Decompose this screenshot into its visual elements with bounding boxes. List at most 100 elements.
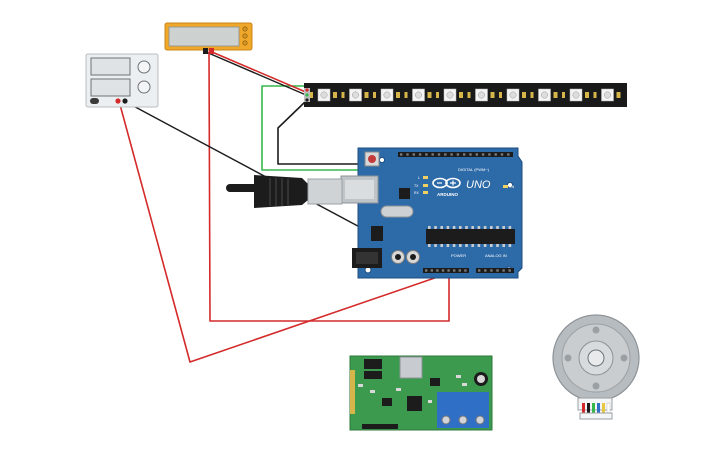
driver-bottom-header[interactable] [362,424,398,429]
led-pixel[interactable] [467,88,495,102]
driver-usb-port[interactable] [399,356,423,379]
on-label: ON [509,185,515,189]
led-pixel[interactable] [341,88,369,102]
multimeter[interactable] [164,22,253,54]
power-supply[interactable] [85,53,159,108]
motor-encoder-connector[interactable] [579,412,613,420]
led-pixel[interactable] [530,88,558,102]
power-header[interactable] [423,268,469,273]
header-pin[interactable] [507,153,510,156]
led-pixel[interactable] [562,88,589,102]
chip-leg [459,244,462,247]
header-pin[interactable] [441,269,445,272]
header-pin[interactable] [444,153,447,156]
arduino-uno[interactable]: L TX RX ON UNO ARDUINO DIGITAL (PWM~) PO… [340,147,523,279]
header-pin[interactable] [400,153,403,156]
header-pin[interactable] [508,269,511,272]
multimeter-terminal-mid[interactable] [242,33,248,39]
arduino-board [357,147,523,279]
header-pin[interactable] [447,269,450,272]
chip-leg [452,226,456,229]
header-pin[interactable] [456,153,460,156]
multimeter-probe-red[interactable] [209,48,214,54]
strip-pin-gnd[interactable] [305,98,309,102]
status-leds: L TX RX ON [414,176,515,195]
chip-leg [440,244,443,247]
chip-leg [471,244,474,247]
screw[interactable] [475,415,485,425]
multimeter-terminal-top[interactable] [242,26,248,32]
analog-header[interactable] [476,268,514,273]
header-pin[interactable] [481,153,485,156]
header-pin[interactable] [488,153,491,156]
header-pin[interactable] [500,153,504,156]
red-supply-vin-wire[interactable] [118,100,456,363]
header-pin[interactable] [490,269,493,272]
red-meter-power-wire[interactable] [208,51,450,322]
supply-knob-voltage[interactable] [137,60,151,74]
led-pixel[interactable] [499,88,526,102]
usb-cable-plug [254,175,308,208]
header-pin[interactable] [412,153,415,156]
header-pin[interactable] [458,269,461,272]
header-pin[interactable] [425,153,428,156]
red-meter-strip-wire[interactable] [211,51,309,94]
motor-driver-board[interactable] [349,355,493,431]
header-pin[interactable] [406,153,409,156]
header-pin[interactable] [484,269,487,272]
driver-header-mid[interactable] [364,371,382,379]
led-pixel[interactable] [310,88,337,102]
led-pixel[interactable] [373,88,400,102]
digital-header-pins [400,153,510,156]
header-pin[interactable] [502,269,505,272]
motor-screw [620,354,628,362]
led-label-l: L [418,176,420,180]
strip-pin-data[interactable] [305,93,309,97]
supply-terminal-positive[interactable] [115,98,121,104]
supply-terminal-negative[interactable] [122,98,128,104]
header-pin[interactable] [453,269,456,272]
chip-leg [440,226,443,229]
header-pin[interactable] [475,153,478,156]
reset-button[interactable] [368,155,376,163]
strip-pin-vcc[interactable] [305,88,309,92]
chip-leg [483,244,487,247]
digital-header[interactable] [398,152,513,157]
header-pin[interactable] [463,153,466,156]
dc-motor[interactable] [552,314,640,420]
header-pin[interactable] [436,269,439,272]
header-pin[interactable] [496,269,499,272]
multimeter-probe-black[interactable] [203,48,208,54]
led-pixel[interactable] [436,88,463,102]
screw[interactable] [441,415,451,425]
header-pin[interactable] [478,269,481,272]
header-pin[interactable] [431,153,434,156]
supply-power-switch[interactable] [90,98,99,104]
header-pin[interactable] [430,269,433,272]
chip-leg [477,226,481,229]
screw[interactable] [458,415,468,425]
multimeter-terminal-bottom[interactable] [242,40,248,46]
chip-leg [508,226,512,229]
supply-knob-current[interactable] [137,80,151,94]
led-pixel[interactable] [593,88,621,102]
black-meter-strip-wire[interactable] [205,51,307,96]
header-pin[interactable] [418,153,422,156]
usb-cable[interactable] [226,175,343,208]
header-pin[interactable] [450,153,453,156]
header-pin[interactable] [425,269,428,272]
header-pin[interactable] [437,153,441,156]
chip-leg [428,226,431,229]
led-pixel[interactable] [404,88,432,102]
chip-leg [459,226,462,229]
driver-header-top[interactable] [364,359,382,369]
chip-leg [452,244,456,247]
header-pin[interactable] [494,153,497,156]
chip-leg [496,244,499,247]
driver-left-pins[interactable] [350,370,355,414]
header-pin[interactable] [469,153,472,156]
header-pin[interactable] [464,269,467,272]
led-strip[interactable] [304,83,627,107]
chip-leg [508,244,512,247]
motor-shaft[interactable] [587,349,605,367]
